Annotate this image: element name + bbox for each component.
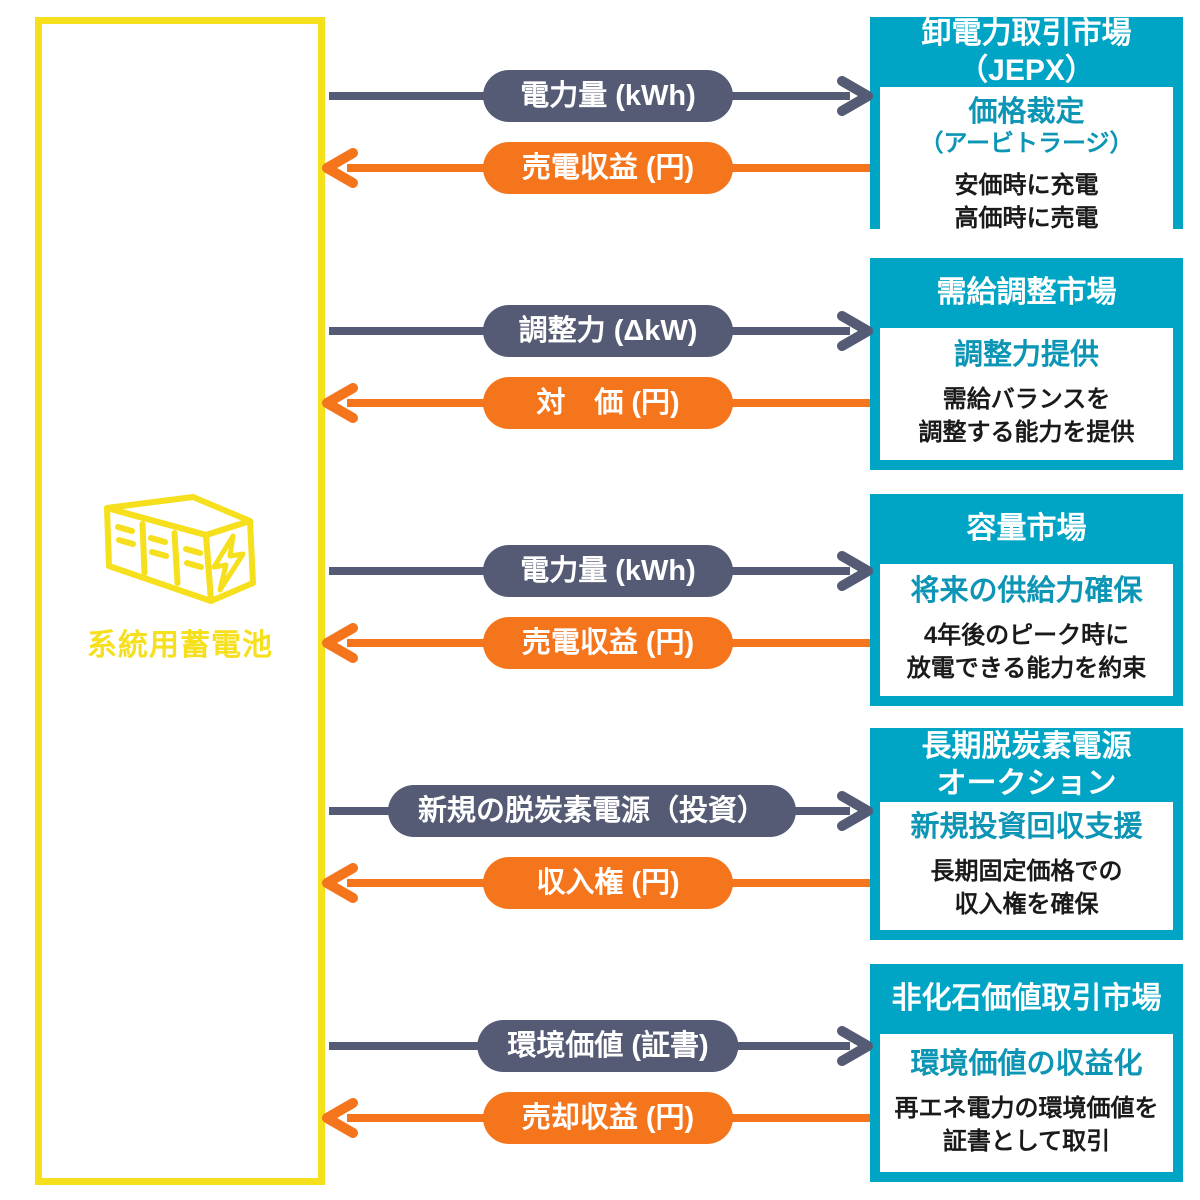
market-title: 卸電力取引市場 （JEPX） xyxy=(921,16,1132,88)
arrowhead-left-icon xyxy=(322,863,358,903)
market-subtitle: 調整力提供 xyxy=(953,339,1099,371)
arrowhead-right-icon xyxy=(837,791,873,831)
market-subtitle: 価格裁定 xyxy=(968,96,1085,128)
arrowhead-right-icon xyxy=(837,551,873,591)
market-body: 価格裁定 （アービトラージ） 安価時に充電 高価時に売電 xyxy=(880,87,1173,244)
flow-label-to-battery: 売却収益 (円) xyxy=(483,1092,733,1144)
market-description: 長期固定価格での 収入権を確保 xyxy=(930,857,1123,919)
flow-label-to-market: 電力量 (kWh) xyxy=(483,545,733,597)
flow-label-to-battery: 対 価 (円) xyxy=(483,377,733,429)
arrowhead-right-icon xyxy=(837,1026,873,1066)
market-card-jepx: 卸電力取引市場 （JEPX） 価格裁定 （アービトラージ） 安価時に充電 高価時… xyxy=(870,16,1183,244)
flow-label-to-market: 電力量 (kWh) xyxy=(483,70,733,122)
market-subtitle: 将来の供給力確保 xyxy=(910,575,1143,607)
arrowhead-right-icon xyxy=(837,311,873,351)
market-card-capacity: 容量市場 将来の供給力確保 4年後のピーク時に 放電できる能力を約束 xyxy=(870,494,1183,706)
market-card-nonfossil: 非化石価値取引市場 環境価値の収益化 再エネ電力の環境価値を 証書として取引 xyxy=(870,964,1183,1182)
market-subtitle: 環境価値の収益化 xyxy=(910,1048,1143,1080)
arrowhead-left-icon xyxy=(322,1098,358,1138)
market-title: 容量市場 xyxy=(966,512,1087,546)
market-body: 将来の供給力確保 4年後のピーク時に 放電できる能力を約束 xyxy=(880,564,1173,696)
market-subtitle-note: （アービトラージ） xyxy=(919,129,1134,157)
flow-label-to-market: 調整力 (ΔkW) xyxy=(483,305,733,357)
arrowhead-left-icon xyxy=(322,383,358,423)
flow-label-to-battery: 収入権 (円) xyxy=(483,857,733,909)
arrowhead-left-icon xyxy=(322,623,358,663)
market-title: 非化石価値取引市場 xyxy=(891,982,1162,1016)
flow-label-to-battery: 売電収益 (円) xyxy=(483,617,733,669)
market-body: 調整力提供 需給バランスを 調整する能力を提供 xyxy=(880,328,1173,460)
market-body: 新規投資回収支援 長期固定価格での 収入権を確保 xyxy=(880,802,1173,930)
arrowhead-left-icon xyxy=(322,148,358,188)
market-description: 4年後のピーク時に 放電できる能力を約束 xyxy=(906,621,1147,683)
market-body: 環境価値の収益化 再エネ電力の環境価値を 証書として取引 xyxy=(880,1034,1173,1172)
market-description: 需給バランスを 調整する能力を提供 xyxy=(918,385,1135,447)
market-description: 安価時に充電 高価時に売電 xyxy=(954,171,1099,233)
market-title: 長期脱炭素電源 オークション xyxy=(921,729,1132,801)
flow-label-to-battery: 売電収益 (円) xyxy=(483,142,733,194)
battery-label: 系統用蓄電池 xyxy=(87,629,273,662)
arrowhead-right-icon xyxy=(837,76,873,116)
battery-icon xyxy=(104,494,256,608)
market-title: 需給調整市場 xyxy=(936,276,1117,310)
flow-label-to-market: 環境価値 (証書) xyxy=(477,1020,739,1072)
market-description: 再エネ電力の環境価値を 証書として取引 xyxy=(894,1094,1159,1156)
battery-panel: 系統用蓄電池 xyxy=(35,17,325,1185)
market-card-balancing: 需給調整市場 調整力提供 需給バランスを 調整する能力を提供 xyxy=(870,258,1183,470)
flow-label-to-market: 新規の脱炭素電源（投資） xyxy=(387,785,797,837)
market-card-longterm-auction: 長期脱炭素電源 オークション 新規投資回収支援 長期固定価格での 収入権を確保 xyxy=(870,728,1183,940)
market-subtitle: 新規投資回収支援 xyxy=(910,811,1143,844)
